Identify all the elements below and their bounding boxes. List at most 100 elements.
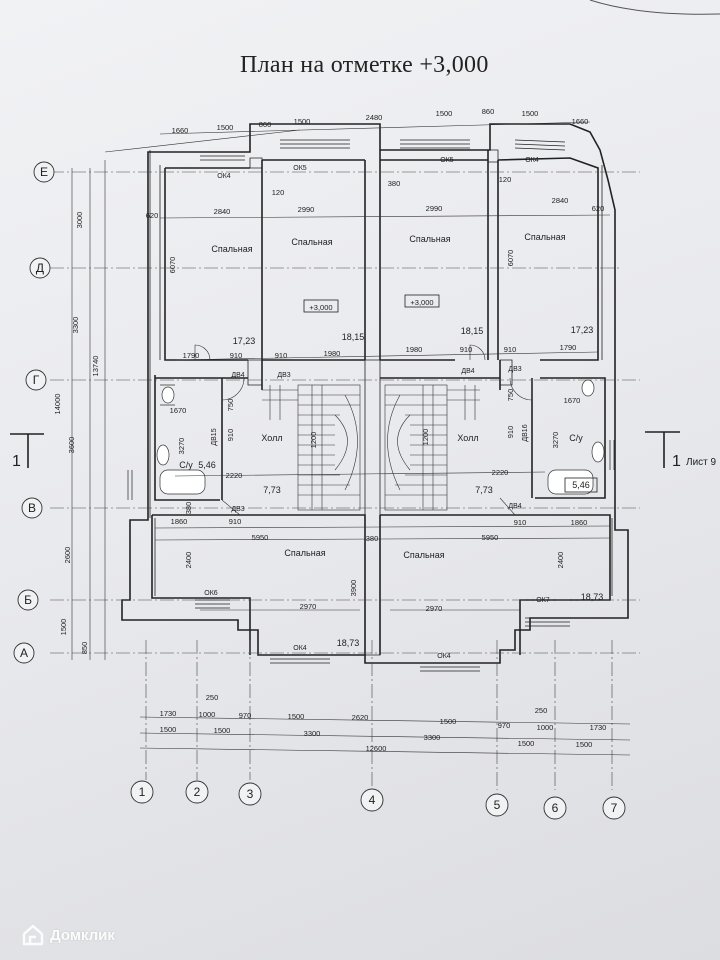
dim-1790-right: 1790 — [560, 343, 577, 352]
dim-top-5: 1500 — [436, 109, 453, 118]
dim-2400-right: 2400 — [556, 552, 565, 569]
dim-1670-right: 1670 — [564, 396, 581, 405]
dim-top-0: 1660 — [172, 126, 189, 135]
dim-top-2: 860 — [259, 120, 272, 129]
dim-1860-right: 1860 — [571, 518, 588, 527]
dim-750-left: 750 — [226, 399, 235, 412]
dim-bottom2-2: 3300 — [304, 729, 321, 738]
axis-label-A: А — [20, 646, 28, 660]
dim-top-3: 1500 — [294, 117, 311, 126]
dim-3270-left: 3270 — [177, 438, 186, 455]
dim-2990-left: 2990 — [298, 205, 315, 214]
dim-1670-left: 1670 — [170, 406, 187, 415]
dim-3900: 3900 — [349, 580, 358, 597]
dim-2220-right: 2220 — [492, 468, 509, 477]
axis-lines — [50, 171, 640, 790]
room-name-wc-left: С/у — [179, 460, 193, 470]
dim-250-right: 250 — [535, 706, 548, 715]
axis-label-2: 2 — [194, 785, 201, 799]
area-hall-right: 7,73 — [475, 485, 493, 495]
room-name-bed-bottom-left: Спальная — [284, 548, 325, 558]
room-name-bed1: Спальная — [211, 244, 252, 254]
axis-label-V: В — [28, 501, 36, 515]
window-ok7: ОК7 — [536, 597, 550, 604]
window-ok4-d: ОК4 — [437, 653, 451, 660]
plan-title: План на отметке +3,000 — [240, 52, 489, 78]
door-dv3-b: ДВ3 — [508, 366, 521, 373]
dim-left-1: 3300 — [71, 317, 80, 334]
window-ok5-b: ОК5 — [440, 157, 454, 164]
door-dv4-b: ДВ4 — [461, 368, 474, 375]
stair-left — [262, 384, 361, 511]
window-ok4-c: ОК4 — [293, 645, 307, 652]
dim-1980-right: 1980 — [406, 345, 423, 354]
dim-2990-right: 2990 — [426, 204, 443, 213]
axis-label-6: 6 — [552, 801, 559, 815]
dim-bottom1-2: 970 — [239, 711, 252, 720]
dimension-lines — [71, 121, 631, 756]
dim-6070-a: 6070 — [168, 257, 177, 274]
door-dv15: ДВ15 — [211, 428, 218, 445]
window-ok5-a: ОК5 — [293, 165, 307, 172]
dim-bottom1-0: 1730 — [160, 709, 177, 718]
dim-1200-left: 1200 — [309, 432, 318, 449]
section-mark-right: 1 — [672, 453, 681, 470]
door-dv4-a: ДВ4 — [231, 372, 244, 379]
dim-120-right: 120 — [499, 175, 512, 184]
dim-380-mid: 380 — [366, 534, 379, 543]
dim-bottom1-5: 1500 — [440, 717, 457, 726]
dim-2220-left: 2220 — [226, 471, 243, 480]
axis-label-B: Б — [24, 593, 32, 607]
dim-left-4: 1500 — [59, 619, 68, 636]
dim-bottom1-6: 970 — [498, 721, 511, 730]
axis-label-5: 5 — [494, 798, 501, 812]
room-name-wc-right: С/у — [569, 433, 583, 443]
section-marks — [10, 431, 680, 468]
dim-bottom2-4: 1500 — [518, 739, 535, 748]
dim-2840-right: 2840 — [552, 196, 569, 205]
watermark-text: Домклик — [50, 926, 115, 944]
dim-3270-right: 3270 — [551, 432, 560, 449]
room-name-bed2: Спальная — [291, 237, 332, 247]
dim-1200-right: 1200 — [421, 429, 430, 446]
dim-250-left: 250 — [206, 693, 219, 702]
window-ok4-b: ОК4 — [525, 157, 539, 164]
domclick-watermark: Домклик — [22, 924, 115, 946]
dim-left-5: 850 — [80, 642, 89, 655]
dim-5950-right: 5950 — [482, 533, 499, 542]
axis-label-3: 3 — [247, 787, 254, 801]
dim-left-3: 2600 — [63, 547, 72, 564]
dim-910-e: 910 — [226, 429, 235, 442]
door-dv4-c: ДВ4 — [508, 503, 521, 510]
area-bed3: 18,15 — [461, 326, 484, 336]
dim-910-h: 910 — [514, 518, 527, 527]
dim-top-8: 1660 — [572, 117, 589, 126]
axis-bubbles — [13, 161, 626, 820]
area-wc-right: 5,46 — [572, 480, 590, 490]
dim-910-g: 910 — [229, 517, 242, 526]
dim-bottom1-3: 1500 — [288, 712, 305, 721]
dim-620-left: 620 — [146, 211, 159, 220]
dim-1980-left: 1980 — [324, 349, 341, 358]
sheet-reference: Лист 9 — [686, 457, 717, 468]
dim-top-6: 860 — [482, 107, 495, 116]
domclick-logo-icon — [22, 924, 44, 946]
dim-bottom2-5: 1500 — [576, 740, 593, 749]
stair-right — [384, 384, 480, 511]
dim-bottom1-8: 1730 — [590, 723, 607, 732]
area-hall-left: 7,73 — [263, 485, 281, 495]
dim-2840-left: 2840 — [214, 207, 231, 216]
room-name-hall-right: Холл — [457, 433, 478, 443]
dim-left-0: 3000 — [75, 212, 84, 229]
door-swings — [194, 344, 533, 516]
dim-bottom2-0: 1500 — [160, 725, 177, 734]
dim-left-total-2: 13740 — [91, 356, 100, 377]
window-ok6: ОК6 — [204, 590, 218, 597]
axis-label-4: 4 — [369, 793, 376, 807]
sanitary — [156, 379, 605, 495]
section-mark-left: 1 — [12, 453, 21, 470]
dim-380-left: 380 — [184, 502, 193, 515]
dim-bottom-total: 12600 — [366, 744, 387, 753]
area-bed1: 17,23 — [233, 336, 256, 346]
area-bed-bottom-right: 18,73 — [581, 592, 604, 602]
